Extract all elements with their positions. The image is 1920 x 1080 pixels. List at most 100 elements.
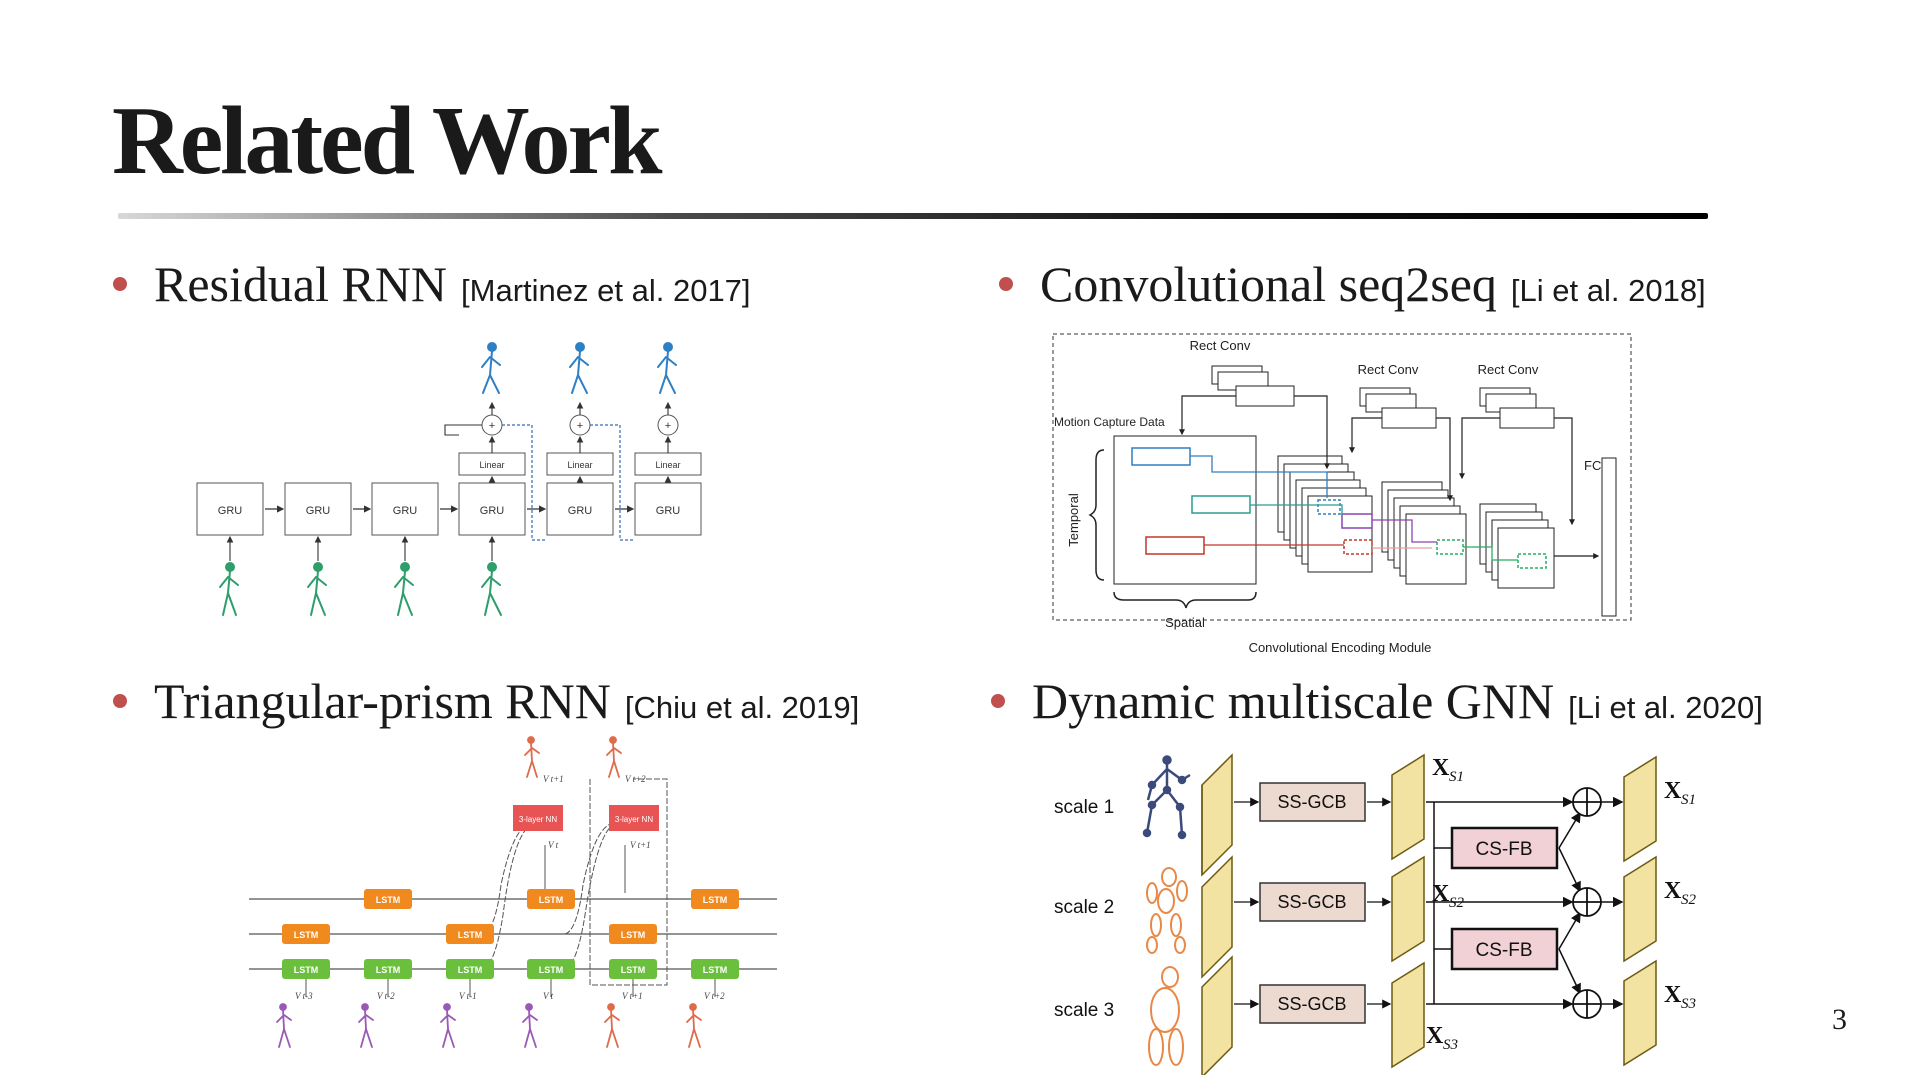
lstm-cell — [282, 924, 330, 944]
bullet-text: Convolutional seq2seq — [1040, 256, 1497, 312]
bullet-dot-icon — [113, 277, 127, 291]
lstm-cell — [446, 924, 494, 944]
bullet-citation: [Chiu et al. 2019] — [624, 690, 860, 725]
motion-capture-label: Motion Capture Data — [1054, 415, 1165, 429]
nn-label: 3-layer NN — [615, 815, 653, 824]
x-s1-label: X — [1432, 755, 1450, 781]
lstm-label: LSTM — [539, 965, 564, 975]
predicted-pose-icon — [524, 736, 540, 778]
lstm-cell — [527, 959, 575, 979]
lstm-cell — [691, 889, 739, 909]
gru-label: GRU — [480, 505, 505, 517]
gru-cell — [284, 482, 352, 536]
lstm-label: LSTM — [376, 895, 401, 905]
ss-gcb-block — [1259, 882, 1366, 922]
input-pose-icon — [358, 1003, 374, 1048]
bullet-text: Residual RNN — [154, 256, 448, 312]
tp-mid-label: V t+1 — [630, 840, 651, 850]
fc-label: FC — [1584, 458, 1601, 473]
target-pose-icon — [686, 1003, 702, 1048]
input-pose-icon — [522, 1003, 538, 1048]
gru-label: GRU — [656, 505, 681, 517]
gru-cell — [634, 482, 702, 536]
gru-cell — [371, 482, 439, 536]
bullet-text: Triangular-prism RNN — [154, 673, 611, 729]
scale-label: scale 3 — [1054, 1000, 1114, 1021]
lstm-cell — [282, 959, 330, 979]
scale-1-skeleton-icon — [1142, 755, 1191, 840]
figure-residual-rnn: GRU GRU GRU GRU GRU GRU Linear Linear Li… — [195, 335, 715, 620]
linear-label: Linear — [479, 460, 504, 470]
tp-top-label: V t+1 — [543, 774, 564, 784]
lstm-cell — [446, 959, 494, 979]
gru-cell — [458, 482, 526, 536]
ss-gcb-block — [1259, 984, 1366, 1024]
lstm-label: LSTM — [621, 930, 646, 940]
output-skeleton-icon — [481, 342, 501, 394]
bullet-dot-icon — [113, 694, 127, 708]
scale-label: scale 2 — [1054, 897, 1114, 918]
gru-label: GRU — [393, 505, 418, 517]
linear-label: Linear — [567, 460, 592, 470]
tp-bottom-label: V t-3 — [295, 991, 313, 1001]
bullet-dmgnn: Dynamic multiscale GNN [Li et al. 2020] — [991, 672, 1763, 730]
output-skeleton-icon — [657, 342, 677, 394]
tp-bottom-label: V t-2 — [377, 991, 395, 1001]
fc-layer — [1601, 457, 1617, 617]
x-s3-output-subscript: S3 — [1681, 996, 1696, 1012]
linear-label: Linear — [655, 460, 680, 470]
tp-bottom-label: V t+1 — [622, 991, 643, 1001]
temporal-label: Temporal — [1066, 493, 1081, 547]
rect-conv-label: Rect Conv — [1358, 362, 1419, 377]
x-s3-label: X — [1426, 1023, 1444, 1049]
tp-bottom-label: V t — [543, 991, 554, 1001]
plus-symbol: + — [665, 420, 671, 432]
input-pose-icon — [276, 1003, 292, 1048]
scale-3-skeleton-icon — [1148, 966, 1184, 1066]
x-s2-subscript: S2 — [1449, 895, 1465, 911]
lstm-cell — [609, 959, 657, 979]
bullet-dot-icon — [999, 277, 1013, 291]
bullet-tp-rnn: Triangular-prism RNN [Chiu et al. 2019] — [113, 672, 859, 730]
rect-conv-label: Rect Conv — [1190, 338, 1251, 353]
ss-gcb-blocks: SS-GCB SS-GCB SS-GCB — [1259, 782, 1366, 1024]
plus-symbol: + — [577, 420, 583, 432]
nn-block — [513, 805, 563, 831]
lstm-label: LSTM — [458, 965, 483, 975]
output-skeleton-icon — [569, 342, 589, 394]
lstm-cell — [364, 959, 412, 979]
plus-symbol: + — [489, 420, 495, 432]
bullet-conv-seq2seq: Convolutional seq2seq [Li et al. 2018] — [999, 255, 1706, 313]
cs-fb-label: CS-FB — [1476, 940, 1533, 961]
input-pose-icon — [440, 1003, 456, 1048]
gru-label: GRU — [218, 505, 243, 517]
bullet-dot-icon — [991, 694, 1005, 708]
ss-gcb-label: SS-GCB — [1277, 892, 1346, 912]
slide-title: Related Work — [112, 87, 662, 195]
bullet-text: Dynamic multiscale GNN — [1032, 673, 1555, 729]
rect-conv-label: Rect Conv — [1478, 362, 1539, 377]
x-s1-subscript: S1 — [1449, 769, 1464, 785]
x-s2-output-subscript: S2 — [1681, 892, 1697, 908]
gru-label: GRU — [568, 505, 593, 517]
nn-block — [609, 805, 659, 831]
ss-gcb-label: SS-GCB — [1277, 792, 1346, 812]
bullet-citation: [Li et al. 2018] — [1510, 273, 1706, 308]
gru-cell — [196, 482, 264, 536]
x-s3-output-label: X — [1664, 982, 1682, 1008]
input-skeleton-icon — [481, 562, 502, 616]
lstm-cell — [609, 924, 657, 944]
target-pose-icon — [604, 1003, 620, 1048]
lstm-label: LSTM — [294, 930, 319, 940]
lstm-label: LSTM — [539, 895, 564, 905]
x-s3-subscript: S3 — [1443, 1037, 1458, 1053]
ss-gcb-label: SS-GCB — [1277, 994, 1346, 1014]
figure-conv-seq2seq: Rect Conv Rect Conv Rect Conv Motion Cap… — [1052, 330, 1642, 660]
nn-label: 3-layer NN — [519, 815, 557, 824]
tp-mid-label: V t — [548, 840, 559, 850]
x-s1-output-subscript: S1 — [1681, 792, 1696, 808]
tp-top-label: V t+2 — [625, 774, 646, 784]
input-skeleton-icon — [307, 562, 327, 616]
lstm-cell — [364, 889, 412, 909]
encoding-module-frame — [1052, 333, 1632, 621]
